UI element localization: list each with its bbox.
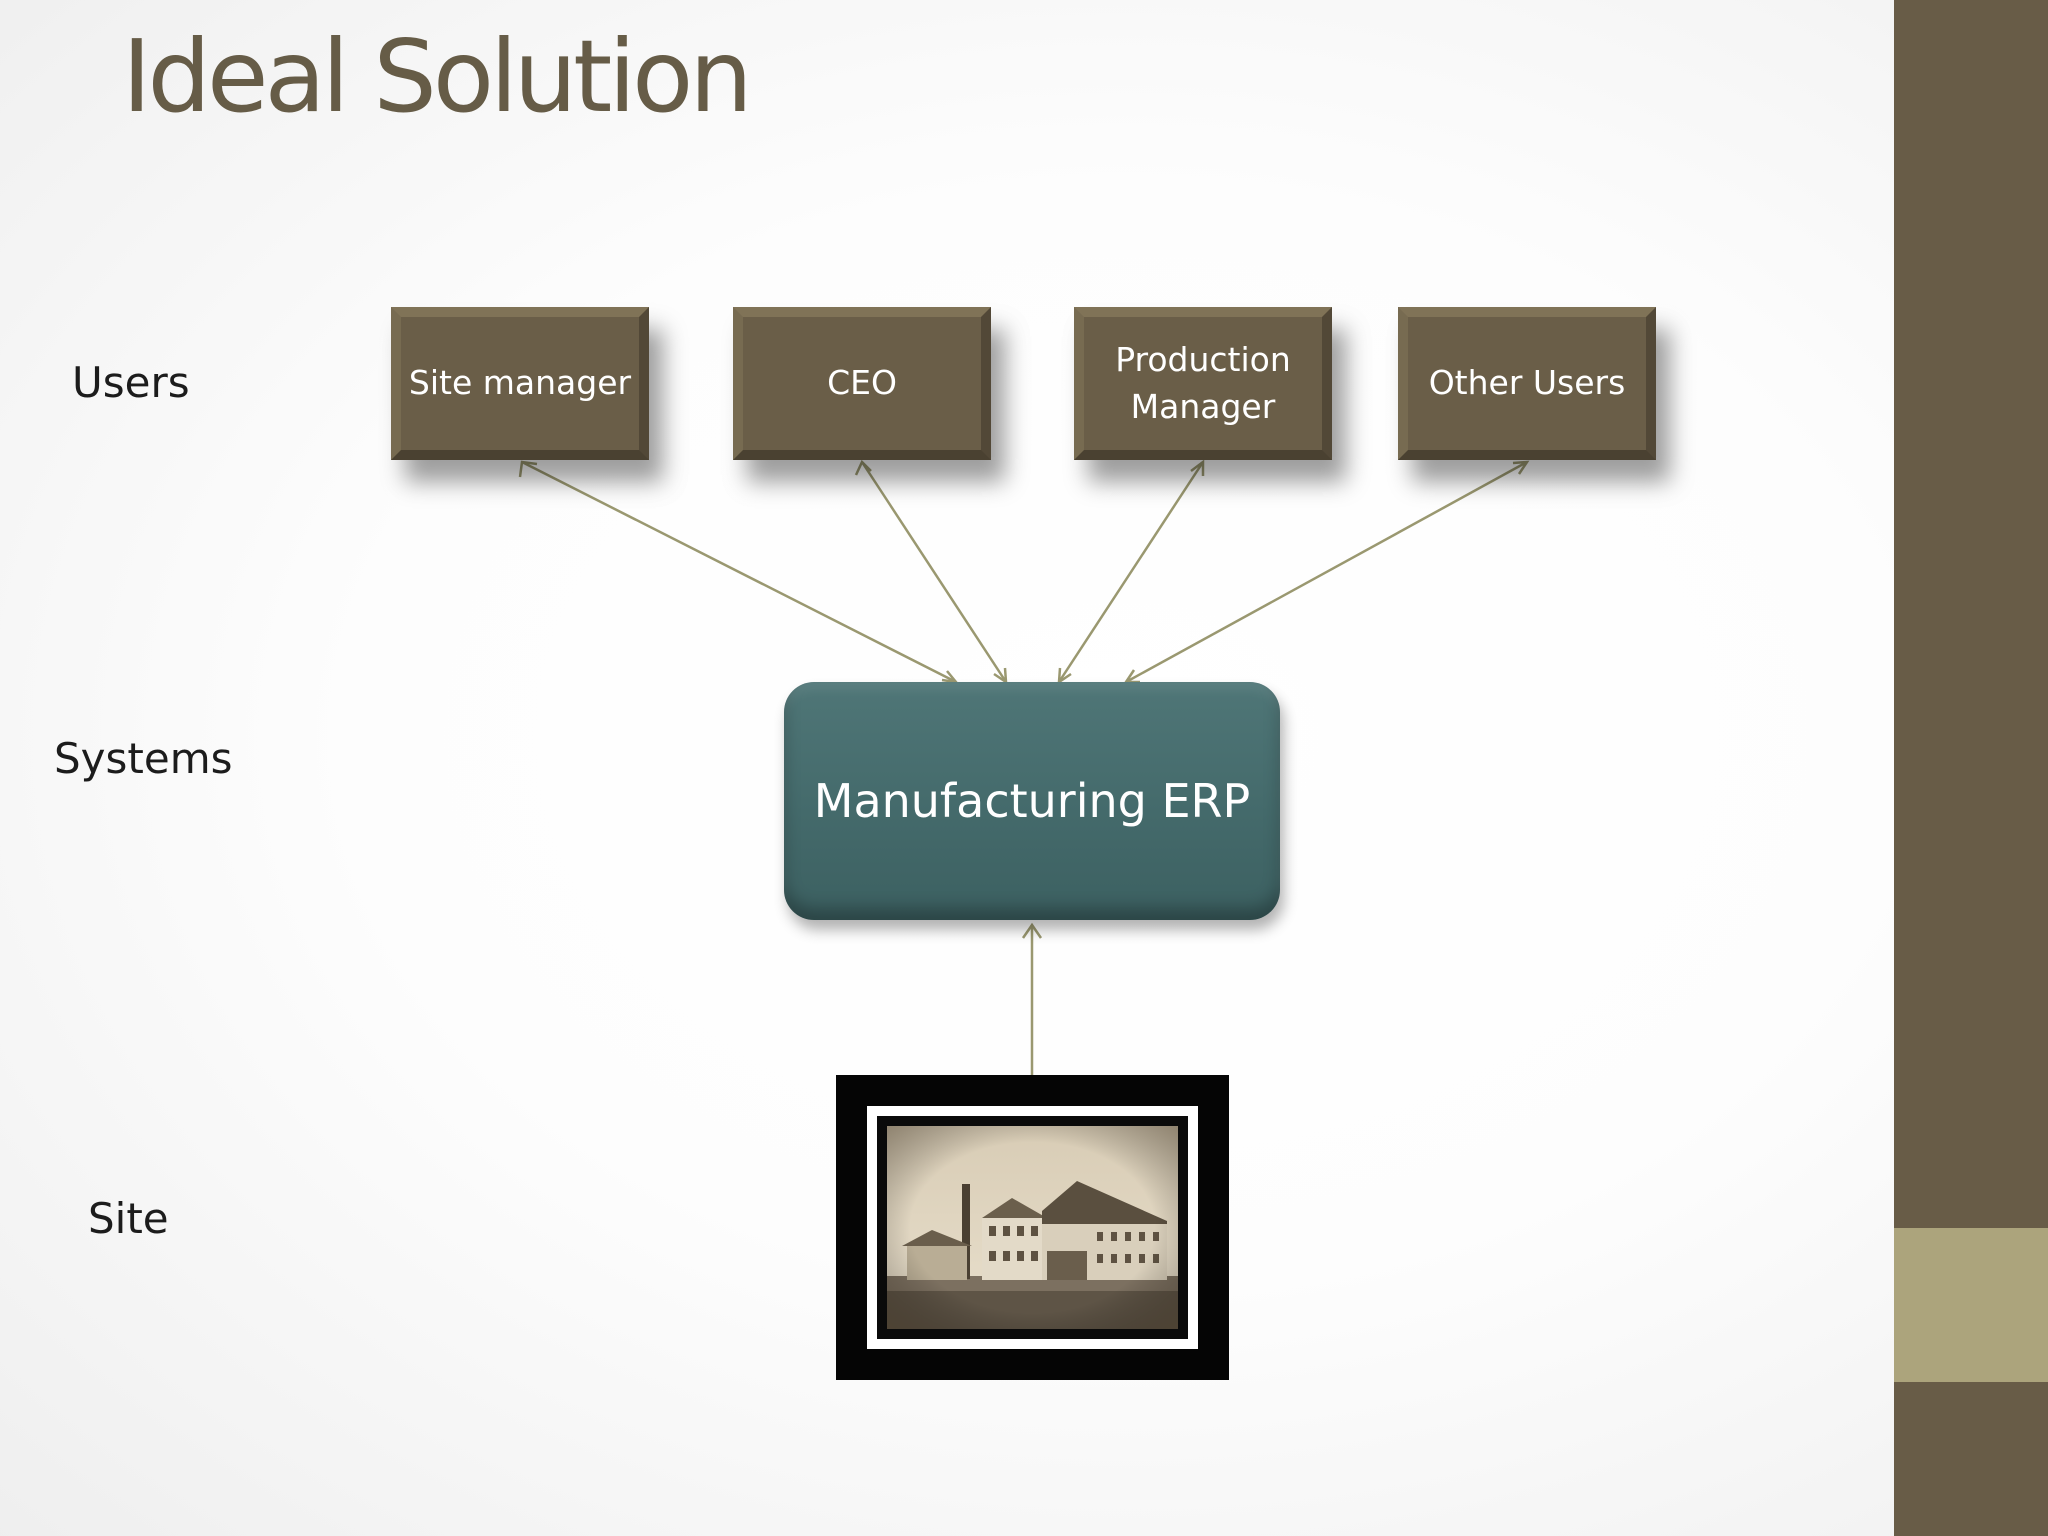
user-label-ceo: CEO (827, 363, 897, 403)
erp-label: Manufacturing ERP (813, 774, 1251, 828)
row-label-site: Site (88, 1194, 169, 1243)
row-label-systems: Systems (54, 734, 233, 783)
user-label-other-users: Other Users (1428, 363, 1626, 403)
arrow-other-users-erp (1125, 460, 1528, 684)
row-label-users: Users (72, 358, 190, 407)
side-bar-accent (1894, 1228, 2048, 1382)
arrow-production-manager-erp (1057, 461, 1205, 683)
arrow-ceo-erp (860, 461, 1008, 683)
manufacturing-erp-box: Manufacturing ERP (784, 682, 1280, 920)
user-box-ceo: CEO (733, 307, 991, 460)
arrow-site-manager-erp (521, 460, 957, 684)
user-label-site-manager: Site manager (408, 363, 632, 403)
factory-photo (887, 1126, 1178, 1329)
user-box-production-manager: Production Manager (1074, 307, 1332, 460)
user-box-site-manager: Site manager (391, 307, 649, 460)
user-box-other-users: Other Users (1398, 307, 1656, 460)
slide-title: Ideal Solution (122, 18, 753, 135)
user-label-production-manager: Production Manager (1115, 340, 1291, 426)
